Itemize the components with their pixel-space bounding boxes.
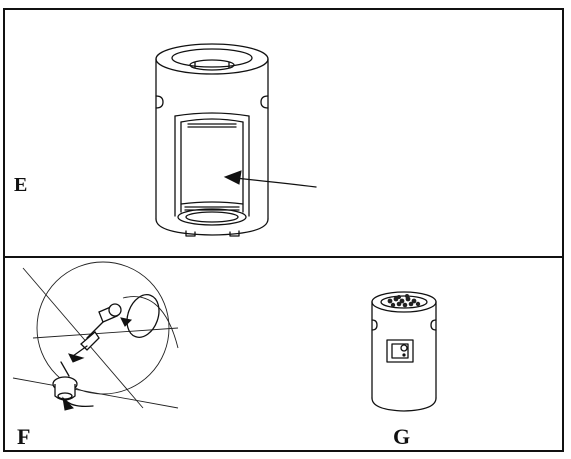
figure-frame	[3, 8, 564, 452]
assembled-heater-with-lava-rocks-icon	[371, 291, 437, 412]
panel-divider	[3, 256, 564, 258]
panel-label-f: F	[17, 424, 31, 449]
panel-e: E	[3, 8, 564, 257]
heater-base-cylinder-icon	[155, 43, 317, 237]
hose-connector-detail-icon	[12, 261, 179, 411]
panel-label-g: G	[393, 424, 411, 449]
panel-f-g: F G	[3, 258, 564, 452]
panel-label-e: E	[14, 174, 28, 196]
